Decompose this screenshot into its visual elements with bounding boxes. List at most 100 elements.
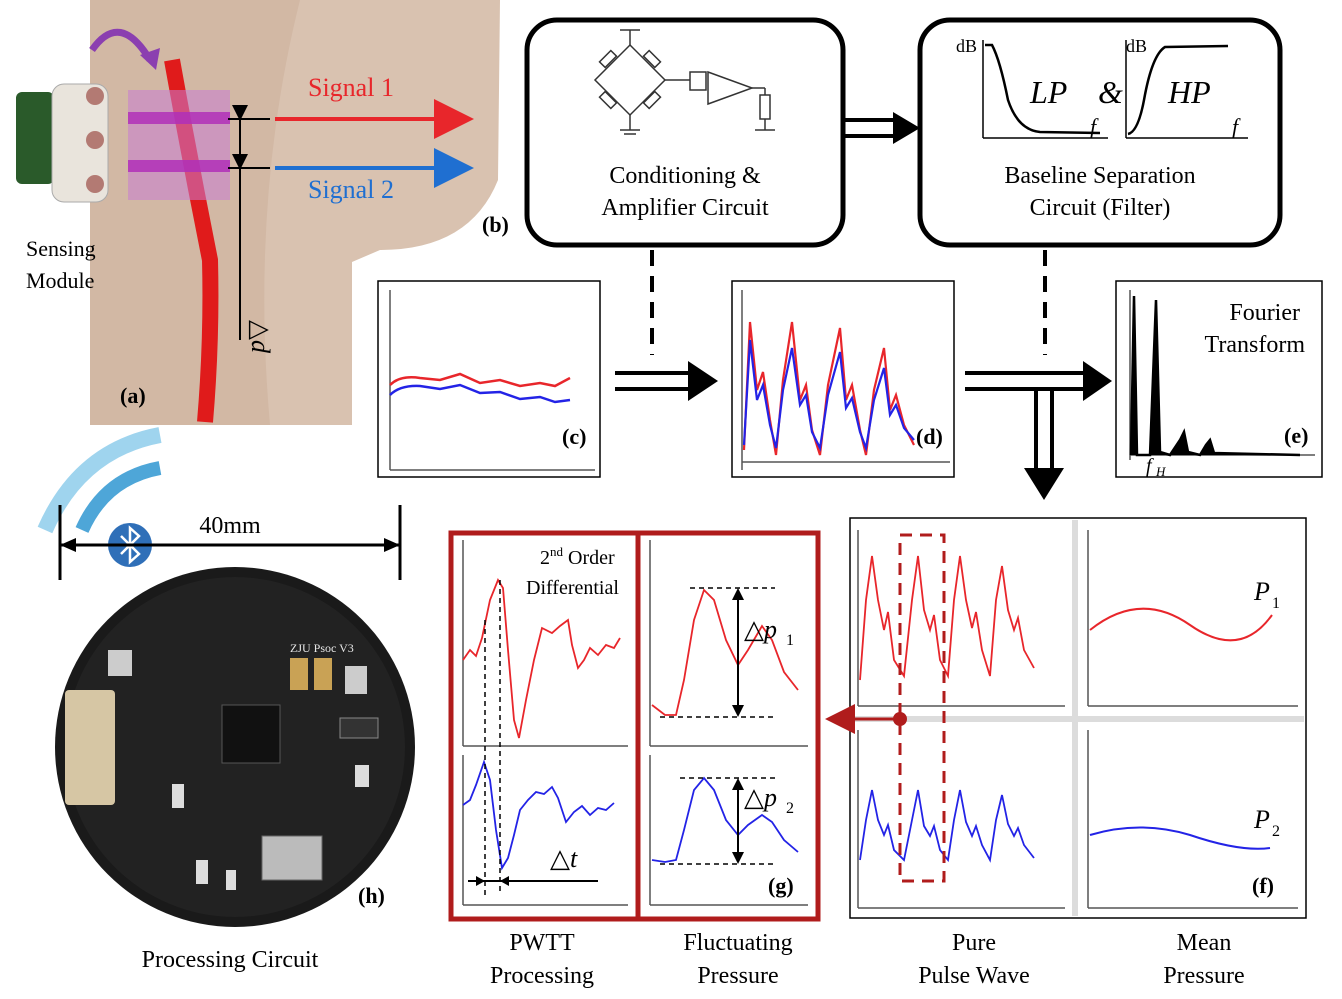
mean-label-1: Mean <box>1177 930 1232 956</box>
panel-g: △t 2nd Order Differential △p 1 △p 2 (g) <box>448 530 821 922</box>
order-number: 2 <box>540 547 550 569</box>
p1-sub: 1 <box>1272 595 1280 612</box>
pcb-button-s1 <box>345 666 367 694</box>
differential-label: Differential <box>526 577 619 599</box>
fourier-label-2: Transform <box>1205 332 1306 358</box>
dp2-label: △p <box>744 783 777 812</box>
lp-label: LP <box>1029 74 1067 110</box>
fluct-label-2: Pressure <box>697 963 778 989</box>
hp-f-label: f <box>1232 114 1241 139</box>
sensing-module-label-1: Sensing <box>26 236 96 261</box>
panel-f: P 1 P 2 (f) <box>825 517 1307 919</box>
fluct-blue-trace <box>651 776 799 863</box>
p2-label: P <box>1253 805 1270 834</box>
usb-port-icon <box>261 835 323 881</box>
sensor-band-1 <box>128 112 230 124</box>
pcb-part-3 <box>226 870 236 890</box>
panel-g-frame-right <box>635 530 821 922</box>
filter-amp: & <box>1098 74 1123 110</box>
panel-h: 40mm ZJU Psoc V3 (h) Processing Circuit <box>37 427 415 973</box>
panel-f-divider-h <box>852 716 1304 722</box>
curved-arrow-head-icon <box>140 48 160 70</box>
width-arrow-left-icon <box>60 538 76 552</box>
pure-blue-trace <box>859 789 1035 863</box>
dp2-sub: 2 <box>786 800 794 817</box>
panel-e: Fourier Transform f H (e) <box>1115 280 1323 479</box>
panel-e-tag: (e) <box>1284 423 1308 448</box>
fh-label: f <box>1146 455 1154 477</box>
arrow-d-e-head <box>1083 361 1112 401</box>
fluct-label-1: Fluctuating <box>683 930 792 956</box>
bridge-circuit-icon <box>593 29 775 135</box>
panel-d-blue-trace <box>742 339 915 453</box>
bottom-labels: PWTT Processing Fluctuating Pressure Pur… <box>490 930 1245 989</box>
dp1-sub: 1 <box>786 632 794 649</box>
module-knob-2 <box>86 131 104 149</box>
pcb-part-1 <box>172 784 184 808</box>
panel-d-tag: (d) <box>916 424 943 449</box>
hp-label: HP <box>1167 74 1211 110</box>
delta-t-arrow-right-icon <box>500 876 509 886</box>
panel-c-frame <box>377 280 601 478</box>
order-sup: nd <box>550 544 564 559</box>
module-knob-3 <box>86 175 104 193</box>
p1-label: P <box>1253 577 1270 606</box>
lp-db-label: dB <box>956 36 977 56</box>
panel-g-frame-left <box>448 530 641 922</box>
pure-red-trace <box>859 555 1035 681</box>
dp1-label: △p <box>744 615 777 644</box>
spectrum-trace <box>1129 295 1301 457</box>
signal1-label: Signal 1 <box>308 73 394 102</box>
panel-c-blue-trace <box>389 383 571 404</box>
processing-circuit-label: Processing Circuit <box>142 947 319 973</box>
fluct-red-trace <box>651 588 799 716</box>
baseline-label-2: Circuit (Filter) <box>1030 195 1171 221</box>
mean-blue-trace <box>1089 826 1271 850</box>
order-rest: Order <box>563 547 615 569</box>
sensor-area <box>128 90 230 200</box>
wifi-arc-mid-icon <box>75 461 162 533</box>
mean-red-trace <box>1089 607 1273 642</box>
pwtt-label-1: PWTT <box>509 930 575 956</box>
panel-h-tag: (h) <box>358 883 385 908</box>
sensing-module-label-2: Module <box>26 268 94 293</box>
pure-label-2: Pulse Wave <box>918 963 1030 989</box>
sensor-band-2 <box>128 160 230 172</box>
pwtt-label-2: Processing <box>490 963 594 989</box>
conditioning-label-2: Amplifier Circuit <box>601 195 769 221</box>
wifi-arc-outer-icon <box>37 427 162 534</box>
panel-c: (c) <box>377 280 601 478</box>
panel-a-tag: (a) <box>120 383 146 408</box>
panel-g-tag: (g) <box>768 873 794 898</box>
delta-t-arrow-left-icon <box>476 876 485 886</box>
panel-c-red-trace <box>389 372 571 388</box>
hp-plot: dB HP f <box>1125 36 1248 139</box>
panel-b: Conditioning & Amplifier Circuit dB LP f… <box>482 17 1283 355</box>
p2-sub: 2 <box>1272 823 1280 840</box>
hp-db-label: dB <box>1126 36 1147 56</box>
panel-b-tag: (b) <box>482 212 509 237</box>
module-knob-1 <box>86 87 104 105</box>
dp1-arrow-down-icon <box>732 705 744 717</box>
baseline-label-1: Baseline Separation <box>1004 163 1195 189</box>
dp2-arrow-up-icon <box>732 778 744 790</box>
panel-d: (d) <box>731 280 955 478</box>
width-arrow-right-icon <box>384 538 400 552</box>
arrow-down-head <box>1024 468 1064 500</box>
panel-c-tag: (c) <box>562 424 586 449</box>
pcb-button-s2 <box>108 650 132 676</box>
pcb-capacitor-1 <box>290 658 308 690</box>
pcb-crystal <box>339 717 379 739</box>
panel-a: Signal 1 Signal 2 △d Sensing Module (a) <box>16 0 500 425</box>
pcb-chip <box>221 704 281 764</box>
arrow-c-d-head <box>688 361 718 401</box>
pcb-board-label: ZJU Psoc V3 <box>290 641 354 655</box>
fh-sub: H <box>1155 464 1166 479</box>
signal2-label: Signal 2 <box>308 175 394 204</box>
pulse-selection-box <box>898 533 946 883</box>
pcb-silkscreen: ZJU Psoc V3 <box>290 641 354 655</box>
selection-dot <box>893 712 907 726</box>
lp-f-label: f <box>1090 114 1099 139</box>
pure-label-1: Pure <box>952 930 996 956</box>
pcb-part-4 <box>355 765 369 787</box>
